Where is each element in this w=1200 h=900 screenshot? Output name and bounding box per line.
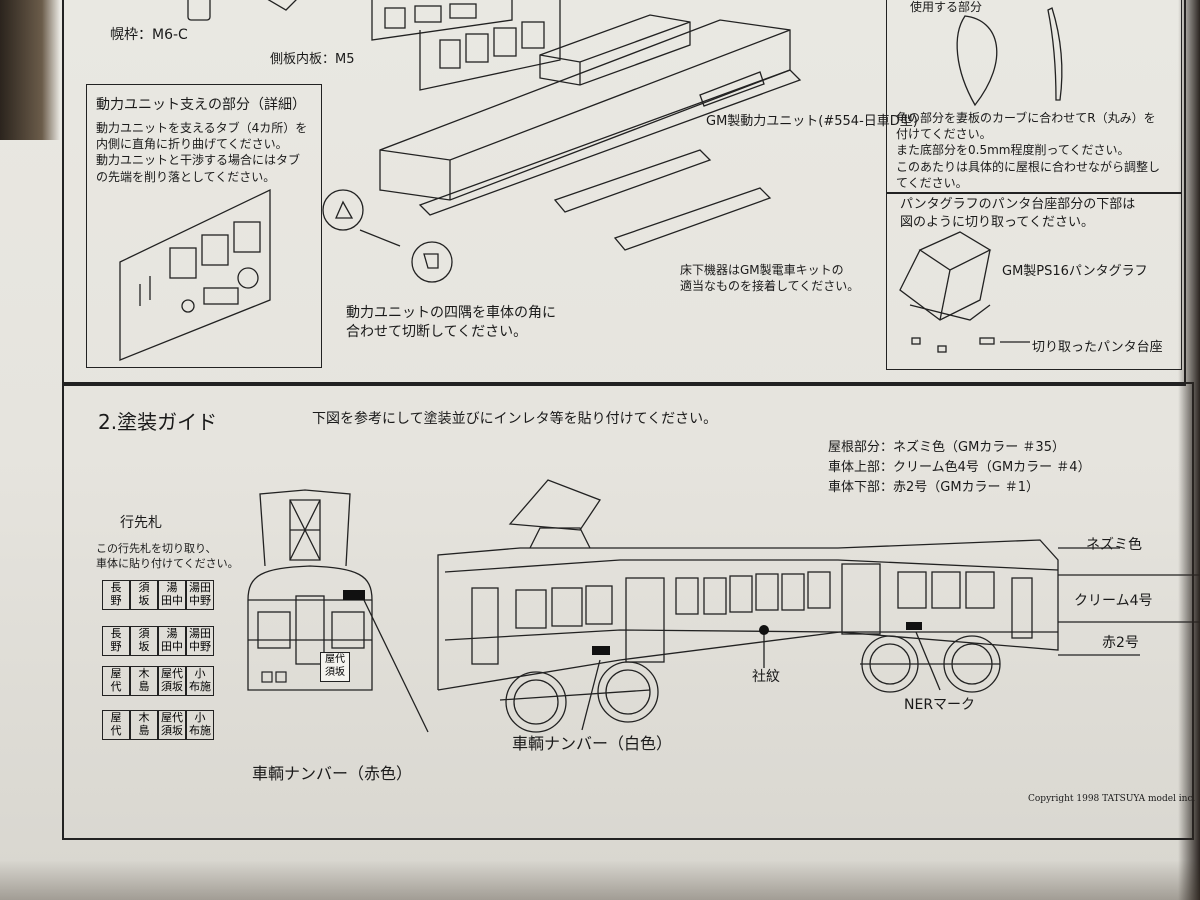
power-unit-label: GM製動力ユニット(#554-日車D型) xyxy=(706,114,918,129)
power-support-detail-box xyxy=(86,84,322,368)
front-destination-plate: 屋代 須坂 xyxy=(320,652,350,682)
dest-plate: 木 島 xyxy=(130,666,158,696)
upper-color-spec: 車体上部：クリーム色4号（GMカラー ＃4） xyxy=(828,460,1091,475)
hood-frame-label: 幌枠：M6-C xyxy=(110,27,188,43)
dest-plate: 屋代 須坂 xyxy=(158,666,186,696)
power-support-title: 動力ユニット支えの部分（詳細） xyxy=(96,97,306,113)
dest-plate: 須 坂 xyxy=(130,580,158,610)
dest-plate: 屋代 須坂 xyxy=(158,710,186,740)
lower-color-spec: 車体下部：赤2号（GMカラー ＃1） xyxy=(828,480,1039,495)
sheet-edge-shadow xyxy=(1178,0,1200,900)
roof-color-spec: 屋根部分：ネズミ色（GMカラー ＃35） xyxy=(828,440,1065,455)
side-inner-label: 側板内板：M5 xyxy=(270,52,355,67)
number-red-label: 車輌ナンバー（赤色） xyxy=(252,764,413,783)
dest-plate: 屋 代 xyxy=(102,666,130,696)
destination-note: この行先札を切り取り、 車体に貼り付けてください。 xyxy=(96,542,239,570)
pantograph-label: GM製PS16パンタグラフ xyxy=(1002,264,1148,279)
dest-plate: 小 布施 xyxy=(186,666,214,696)
used-part-label: 使用する部分 xyxy=(910,0,983,14)
emblem-label: 社紋 xyxy=(752,669,780,685)
table-background xyxy=(0,0,60,140)
color-label-lower: 赤2号 xyxy=(1102,635,1139,651)
dest-plate: 長 野 xyxy=(102,626,130,656)
roof-note: 角の部分を妻板のカーブに合わせてR（丸み）を 付けてください。 また底部分を0.… xyxy=(896,111,1161,190)
ner-mark-label: NERマーク xyxy=(904,697,976,713)
dest-plate: 木 島 xyxy=(130,710,158,740)
paint-guide-intro: 下図を参考にして塗装並びにインレタ等を貼り付けてください。 xyxy=(312,411,718,427)
copyright-text: Copyright 1998 TATSUYA model inc. xyxy=(1028,794,1196,804)
color-label-upper: クリーム4号 xyxy=(1074,593,1153,609)
pantograph-note: パンタグラフのパンタ台座部分の下部は 図のように切り取ってください。 xyxy=(900,197,1136,230)
dest-plate: 湯田 中野 xyxy=(186,626,214,656)
cut-base-label: 切り取ったパンタ台座 xyxy=(1032,340,1163,355)
dest-plate: 湯田 中野 xyxy=(186,580,214,610)
destination-title: 行先札 xyxy=(120,515,162,531)
bottom-shadow xyxy=(0,860,1200,900)
dest-plate: 屋 代 xyxy=(102,710,130,740)
underfloor-note: 床下機器はGM製電車キットの 適当なものを接着してください。 xyxy=(680,263,860,294)
paint-guide-heading: 2.塗装ガイド xyxy=(98,410,218,434)
power-support-body: 動力ユニットを支えるタブ（4カ所）を 内側に直角に折り曲げてください。 動力ユニ… xyxy=(96,121,308,184)
corners-note: 動力ユニットの四隅を車体の角に 合わせて切断してください。 xyxy=(346,305,556,340)
dest-plate: 湯 田中 xyxy=(158,580,186,610)
color-label-roof: ネズミ色 xyxy=(1086,537,1142,553)
number-white-label: 車輌ナンバー（白色） xyxy=(512,734,673,753)
dest-plate: 須 坂 xyxy=(130,626,158,656)
dest-plate: 湯 田中 xyxy=(158,626,186,656)
dest-plate: 小 布施 xyxy=(186,710,214,740)
dest-plate: 長 野 xyxy=(102,580,130,610)
